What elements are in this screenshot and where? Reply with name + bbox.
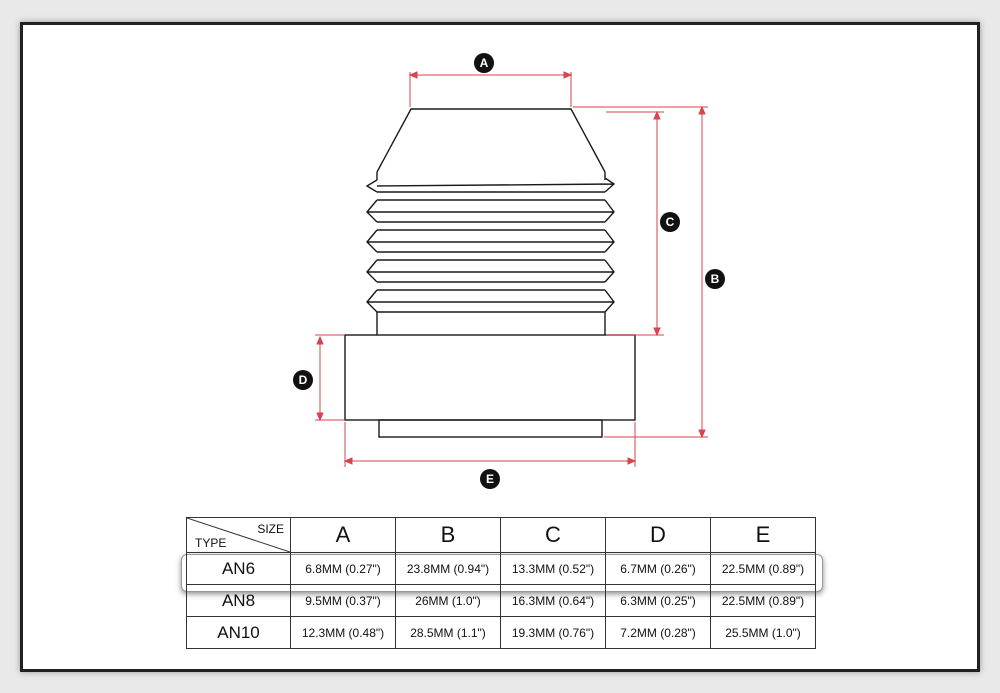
table-cell: 12.3MM (0.48")	[290, 616, 396, 649]
dim-d-arrow-bottom	[316, 412, 324, 422]
table-cell: 6.8MM (0.27")	[290, 552, 396, 585]
table-cell: 25.5MM (1.0")	[710, 616, 816, 649]
badge-c: C	[660, 212, 680, 232]
header-e: E	[710, 517, 816, 553]
row-type: AN8	[186, 584, 291, 617]
badge-c-label: C	[666, 215, 675, 229]
badge-e-label: E	[486, 472, 494, 486]
table-header-row: SIZE TYPE A B C D E	[186, 517, 816, 553]
table-cell: 13.3MM (0.52")	[500, 552, 606, 585]
table-cell: 26MM (1.0")	[395, 584, 501, 617]
header-a: A	[290, 517, 396, 553]
size-table: SIZE TYPE A B C D E AN6 6.8MM (0.27") 23…	[186, 517, 816, 649]
table-cell: 28.5MM (1.1")	[395, 616, 501, 649]
table-cell: 6.3MM (0.25")	[605, 584, 711, 617]
thread-1	[365, 177, 616, 193]
table-cell: 6.7MM (0.26")	[605, 552, 711, 585]
corner-diagonal	[187, 518, 290, 552]
dim-d-arrow-top	[316, 335, 324, 345]
corner-size-label: SIZE	[257, 522, 284, 536]
thread-5	[366, 289, 615, 313]
row-type: AN6	[186, 552, 291, 585]
corner-type-label: TYPE	[195, 536, 227, 550]
table-row-an8: AN8 9.5MM (0.37") 26MM (1.0") 16.3MM (0.…	[186, 584, 816, 617]
dim-b-arrow-bottom	[698, 429, 706, 439]
table-row-an6: AN6 6.8MM (0.27") 23.8MM (0.94") 13.3MM …	[186, 552, 816, 585]
table-cell: 16.3MM (0.64")	[500, 584, 606, 617]
thread-4	[366, 259, 615, 283]
hex-flange	[344, 334, 636, 421]
table-cell: 7.2MM (0.28")	[605, 616, 711, 649]
badge-b: B	[705, 269, 725, 289]
table-cell: 23.8MM (0.94")	[395, 552, 501, 585]
header-c: C	[500, 517, 606, 553]
badge-d-label: D	[299, 373, 308, 387]
header-d: D	[605, 517, 711, 553]
row-type: AN10	[186, 616, 291, 649]
badge-a: A	[474, 53, 494, 73]
table-row-an10: AN10 12.3MM (0.48") 28.5MM (1.1") 19.3MM…	[186, 616, 816, 649]
fitting-nose	[376, 108, 606, 173]
badge-e: E	[480, 469, 500, 489]
badge-a-label: A	[480, 56, 489, 70]
badge-d: D	[293, 370, 313, 390]
bottom-boss	[378, 419, 603, 438]
dim-c-arrow-bottom	[653, 327, 661, 337]
table-cell: 9.5MM (0.37")	[290, 584, 396, 617]
table-cell: 22.5MM (0.89")	[710, 552, 816, 585]
dim-a-arrow-right	[563, 71, 573, 79]
dim-e-arrow-left	[343, 457, 353, 465]
dimension-lines	[315, 71, 708, 467]
table-cell: 22.5MM (0.89")	[710, 584, 816, 617]
thread-2	[366, 199, 615, 223]
dim-c-arrow-top	[653, 110, 661, 120]
dim-a-arrow-left	[408, 71, 418, 79]
table-cell: 19.3MM (0.76")	[500, 616, 606, 649]
header-b: B	[395, 517, 501, 553]
thread-3	[366, 229, 615, 253]
badge-b-label: B	[711, 272, 720, 286]
dim-e-arrow-right	[627, 457, 637, 465]
dim-b-arrow-top	[698, 105, 706, 115]
corner-cell: SIZE TYPE	[186, 517, 291, 553]
fitting-outline	[344, 108, 636, 438]
